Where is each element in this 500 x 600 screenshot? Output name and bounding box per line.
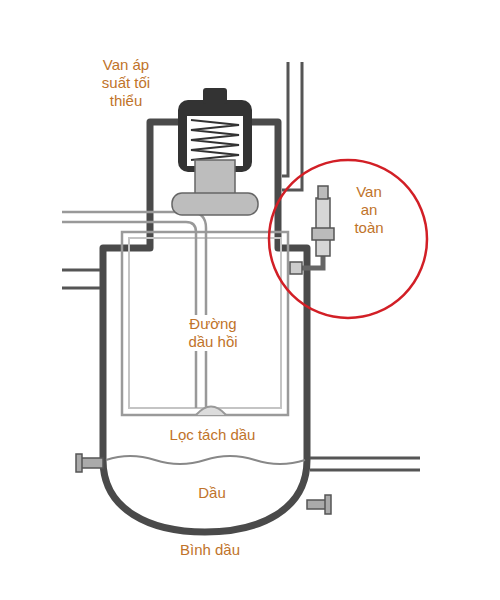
drain-plug [325,495,331,514]
safety-valve-base [290,262,302,274]
oil-outlet-pipe [310,457,420,460]
valve-knob [203,88,227,104]
drain-plug [307,500,327,509]
tank-body [103,122,307,532]
level-plug [80,458,103,468]
callout-circle: Van an toàn [266,157,430,321]
valve-spring [191,120,239,160]
callout-circle-stroke [269,160,427,318]
spring-chamber [187,116,243,166]
inlet-pipe [62,287,100,290]
circle-outline [266,157,430,321]
valve-piston [195,160,235,195]
safety-valve-body [316,198,330,256]
part-label: Dầu [188,484,236,502]
valve-disc [172,193,258,215]
safety-valve-cap [318,186,328,199]
part-label: Lọc tách dầu [138,426,287,444]
oil-outlet-pipe [310,469,420,472]
part-label: Van an toàn [348,183,390,237]
outlet-pipe [282,62,302,190]
filter-dome [196,407,226,416]
part-label: Van áp suất tối thiểu [88,56,164,110]
safety-valve-nut [312,228,334,240]
outlet-pipe [282,62,288,176]
oil-level [106,456,305,464]
part-label: Đường dầu hồi [176,315,250,351]
part-label: Bình dầu [158,541,262,559]
return-pipe [62,212,206,408]
level-plug [76,454,82,472]
inlet-pipe [62,269,100,272]
